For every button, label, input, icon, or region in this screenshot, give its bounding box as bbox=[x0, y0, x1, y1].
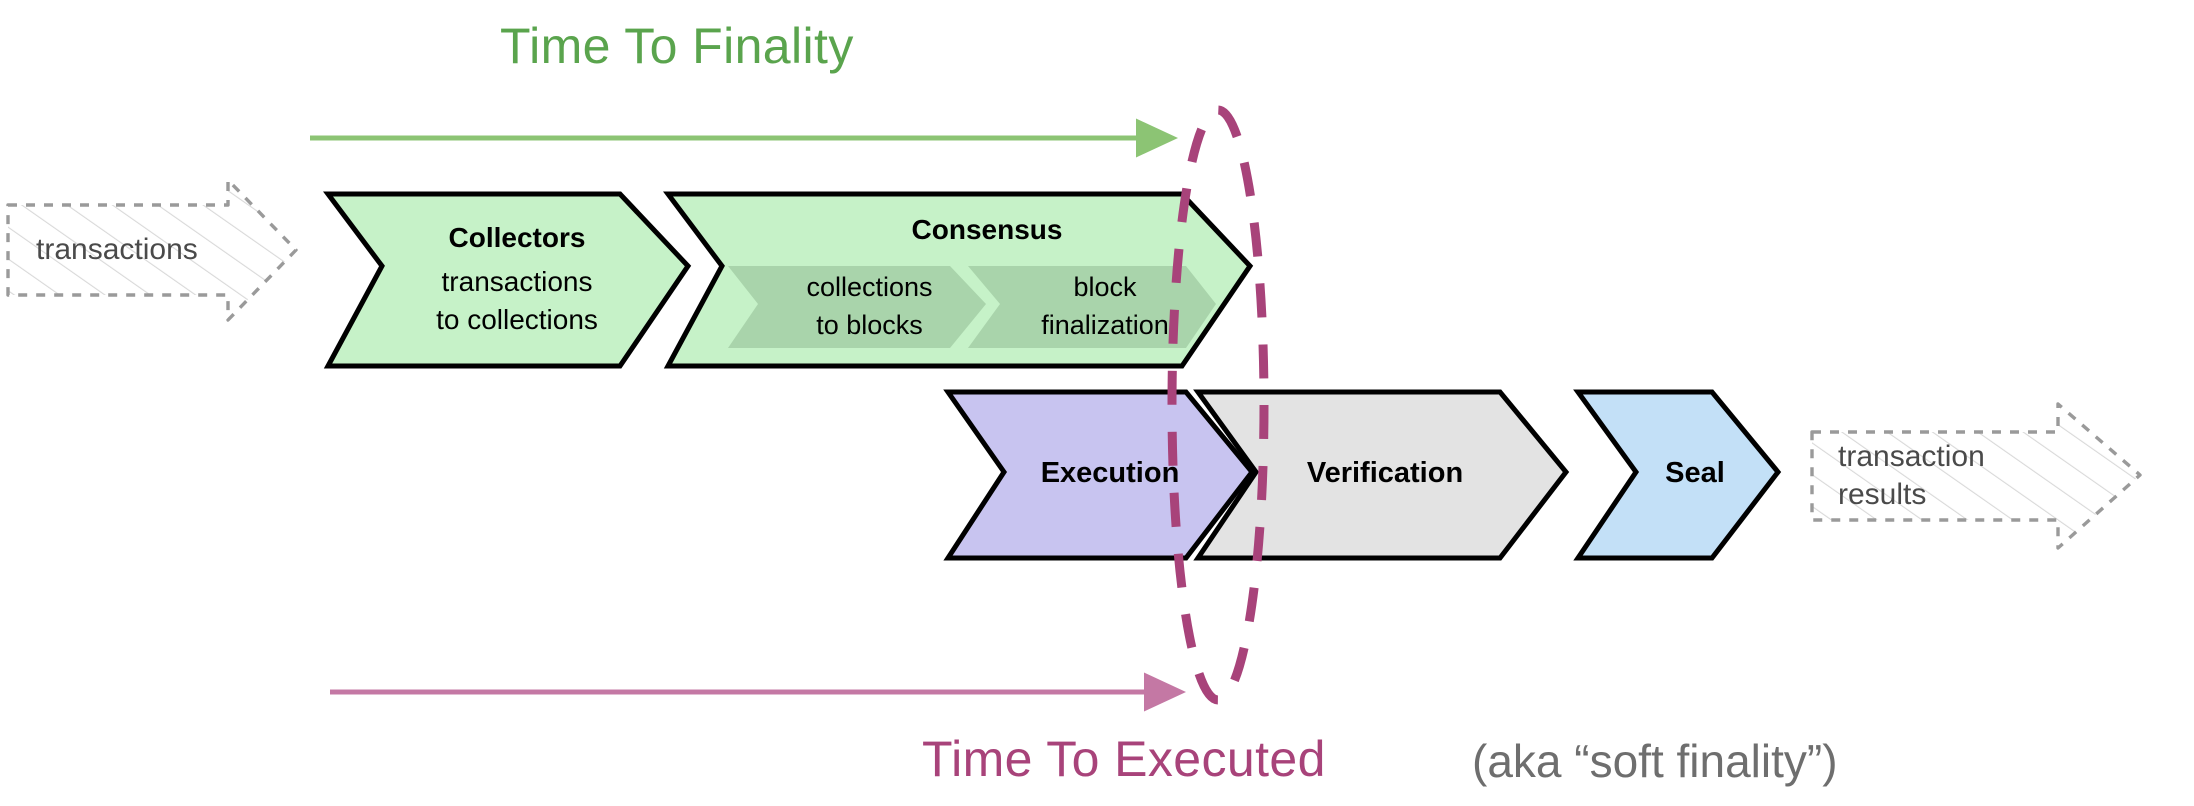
block-finalization-subchevron bbox=[968, 266, 1216, 348]
transactions-input-arrow bbox=[6, 178, 298, 322]
transaction-results-output-arrow bbox=[1810, 402, 2142, 550]
consensus-chevron[interactable] bbox=[663, 191, 1254, 369]
finality-dashed-ellipse bbox=[1167, 105, 1269, 705]
collections-to-blocks-subchevron bbox=[728, 266, 986, 348]
execution-chevron[interactable] bbox=[943, 389, 1256, 561]
verification-chevron[interactable] bbox=[1193, 389, 1570, 561]
collectors-chevron[interactable] bbox=[323, 191, 692, 369]
seal-chevron[interactable] bbox=[1573, 389, 1782, 561]
